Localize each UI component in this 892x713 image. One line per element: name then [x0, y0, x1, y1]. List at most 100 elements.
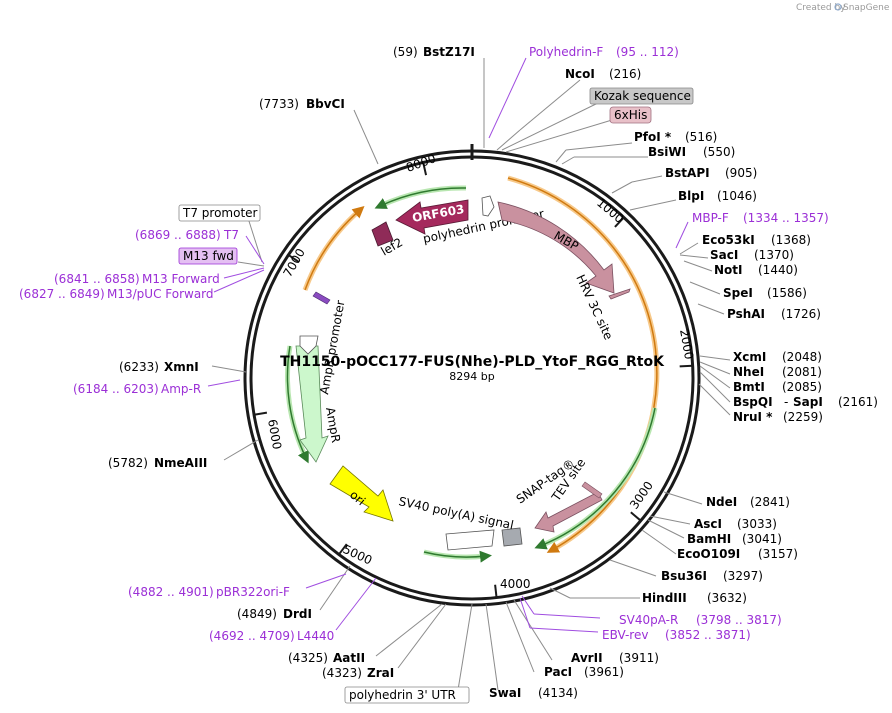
site-nrui[interactable]: NruI * (2259)	[733, 410, 823, 424]
site-bamhi[interactable]: BamHI (3041)	[687, 532, 782, 546]
site-name: DrdI	[283, 607, 312, 621]
m13-fwd-text: M13 fwd	[183, 249, 234, 263]
t7-promoter-label[interactable]: T7 promoter	[178, 204, 261, 222]
site-bspqi-sapi[interactable]: BspQI - SapI (2161)	[733, 395, 878, 409]
site-xcmi[interactable]: XcmI (2048)	[733, 350, 822, 364]
site-bsu36i[interactable]: Bsu36I (3297)	[661, 569, 763, 583]
polyhedrin-3utr-label[interactable]: polyhedrin 3' UTR	[344, 686, 470, 704]
primer-range: (1334 .. 1357)	[743, 211, 829, 225]
site-spei[interactable]: SpeI (1586)	[723, 286, 807, 300]
site-pos: (1440)	[758, 263, 798, 277]
primer-name: pBR322ori-F	[216, 585, 290, 599]
site-pos: (3632)	[707, 591, 747, 605]
tick-label-4000: 4000	[500, 577, 531, 591]
site-pshai[interactable]: PshAI (1726)	[727, 307, 821, 321]
primer-ebv-rev[interactable]: EBV-rev (3852 .. 3871)	[602, 628, 751, 642]
site-noti[interactable]: NotI (1440)	[714, 263, 798, 277]
tick-label-6000: 6000	[265, 418, 284, 451]
site-name: HindIII	[642, 591, 687, 605]
site-name: NdeI	[706, 495, 737, 509]
site-bbvci[interactable]: (7733) BbvCI	[259, 97, 345, 111]
site-paci[interactable]: PacI (3961)	[544, 665, 624, 679]
site-name: XmnI	[164, 360, 199, 374]
site-asci[interactable]: AscI (3033)	[694, 517, 777, 531]
tick-mark-6000	[253, 411, 268, 416]
tick-marks	[253, 144, 693, 598]
site-xmni[interactable]: (6233) XmnI	[119, 360, 199, 374]
site-pos: (3033)	[737, 517, 777, 531]
site-bmti[interactable]: BmtI (2085)	[733, 380, 822, 394]
primer-range: (6841 .. 6858)	[54, 272, 140, 286]
site-pfoi[interactable]: PfoI * (516)	[634, 130, 717, 144]
site-pos: (516)	[685, 130, 717, 144]
tick-label-2000: 2000	[677, 328, 696, 361]
site-pos: (3911)	[619, 651, 659, 665]
site-bstz17i[interactable]: (59) BstZ17I	[393, 45, 475, 59]
site-bstapi[interactable]: BstAPI (905)	[665, 166, 757, 180]
primer-m13-puc-forward[interactable]: (6827 .. 6849) M13/pUC Forward	[19, 287, 214, 301]
site-ecoo109i[interactable]: EcoO109I (3157)	[677, 547, 798, 561]
site-name: PfoI *	[634, 130, 672, 144]
site-name: NotI	[714, 263, 743, 277]
primer-range: (95 .. 112)	[616, 45, 679, 59]
site-ndei[interactable]: NdeI (2841)	[706, 495, 790, 509]
site-name: SwaI	[489, 686, 521, 700]
site-name: BspQI	[733, 395, 773, 409]
site-name: NmeAIII	[154, 456, 207, 470]
primer-t7[interactable]: (6869 .. 6888) T7	[135, 228, 239, 242]
credit-text: Created by	[796, 3, 846, 13]
site-pos: (2259)	[783, 410, 823, 424]
site-name: BmtI	[733, 380, 765, 394]
primer-name: M13/pUC Forward	[107, 287, 214, 301]
site-avrii[interactable]: AvrII (3911)	[571, 651, 659, 665]
primer-range: (4692 .. 4709)	[209, 629, 295, 643]
his-tag-label[interactable]: 6xHis	[609, 106, 652, 124]
primer-l4440[interactable]: (4692 .. 4709) L4440	[209, 629, 334, 643]
primer-mbp-f[interactable]: MBP-F (1334 .. 1357)	[692, 211, 829, 225]
credit-brand: SnapGene	[843, 3, 890, 13]
his-text: 6xHis	[614, 108, 647, 122]
site-nmeaiii[interactable]: (5782) NmeAIII	[108, 456, 207, 470]
orange-arc-right-core	[507, 177, 658, 553]
site-name: AatII	[333, 651, 365, 665]
site-pos: (59)	[393, 45, 418, 59]
primer-m13-forward[interactable]: (6841 .. 6858) M13 Forward	[54, 272, 220, 286]
site-pos: (1586)	[767, 286, 807, 300]
site-drdi[interactable]: (4849) DrdI	[237, 607, 312, 621]
site-hindiii[interactable]: HindIII (3632)	[642, 591, 747, 605]
kozak-sequence-label[interactable]: Kozak sequence	[589, 87, 694, 105]
tick-label-5000: 5000	[341, 542, 375, 568]
tick-label-1000: 1000	[594, 196, 626, 226]
site-name: XcmI	[733, 350, 766, 364]
kozak-text: Kozak sequence	[594, 89, 691, 103]
primer-amp-r[interactable]: (6184 .. 6203) Amp-R	[73, 382, 201, 396]
primer-name: T7	[223, 228, 239, 242]
plasmid-size: 8294 bp	[449, 370, 494, 383]
site-pos: (4325)	[288, 651, 328, 665]
site-blpi[interactable]: BlpI (1046)	[678, 189, 757, 203]
site-zrai[interactable]: (4323) ZraI	[322, 666, 394, 680]
site-saci[interactable]: SacI (1370)	[710, 248, 794, 262]
site-name: NruI *	[733, 410, 773, 424]
site-ncoi[interactable]: NcoI (216)	[565, 67, 641, 81]
primer-polyhedrin-f[interactable]: Polyhedrin-F (95 .. 112)	[529, 45, 679, 59]
primer-pbr322ori-f[interactable]: (4882 .. 4901) pBR322ori-F	[128, 585, 290, 599]
tick-mark-8000	[422, 162, 428, 176]
m13-fwd-label[interactable]: M13 fwd	[178, 247, 238, 265]
site-aatii[interactable]: (4325) AatII	[288, 651, 365, 665]
site-name: NcoI	[565, 67, 595, 81]
site-swai[interactable]: SwaI (4134)	[489, 686, 578, 700]
primer-range: (6184 .. 6203)	[73, 382, 159, 396]
site-bsiwi[interactable]: BsiWI (550)	[648, 145, 735, 159]
site-name: BsiWI	[648, 145, 686, 159]
site-eco53ki[interactable]: Eco53kI (1368)	[702, 233, 811, 247]
site-nhei[interactable]: NheI (2081)	[733, 365, 822, 379]
primer-leader-lines	[207, 57, 689, 633]
site-name: BstAPI	[665, 166, 710, 180]
primer-sv40pa-r[interactable]: SV40pA-R (3798 .. 3817)	[619, 613, 782, 627]
site-name: BamHI	[687, 532, 731, 546]
green-arc-left-core	[286, 345, 309, 464]
plasmid-name: TH1150-pOCC177-FUS(Nhe)-PLD_YtoF_RGG_Rto…	[280, 354, 665, 370]
tick-mark-4000	[494, 584, 498, 598]
